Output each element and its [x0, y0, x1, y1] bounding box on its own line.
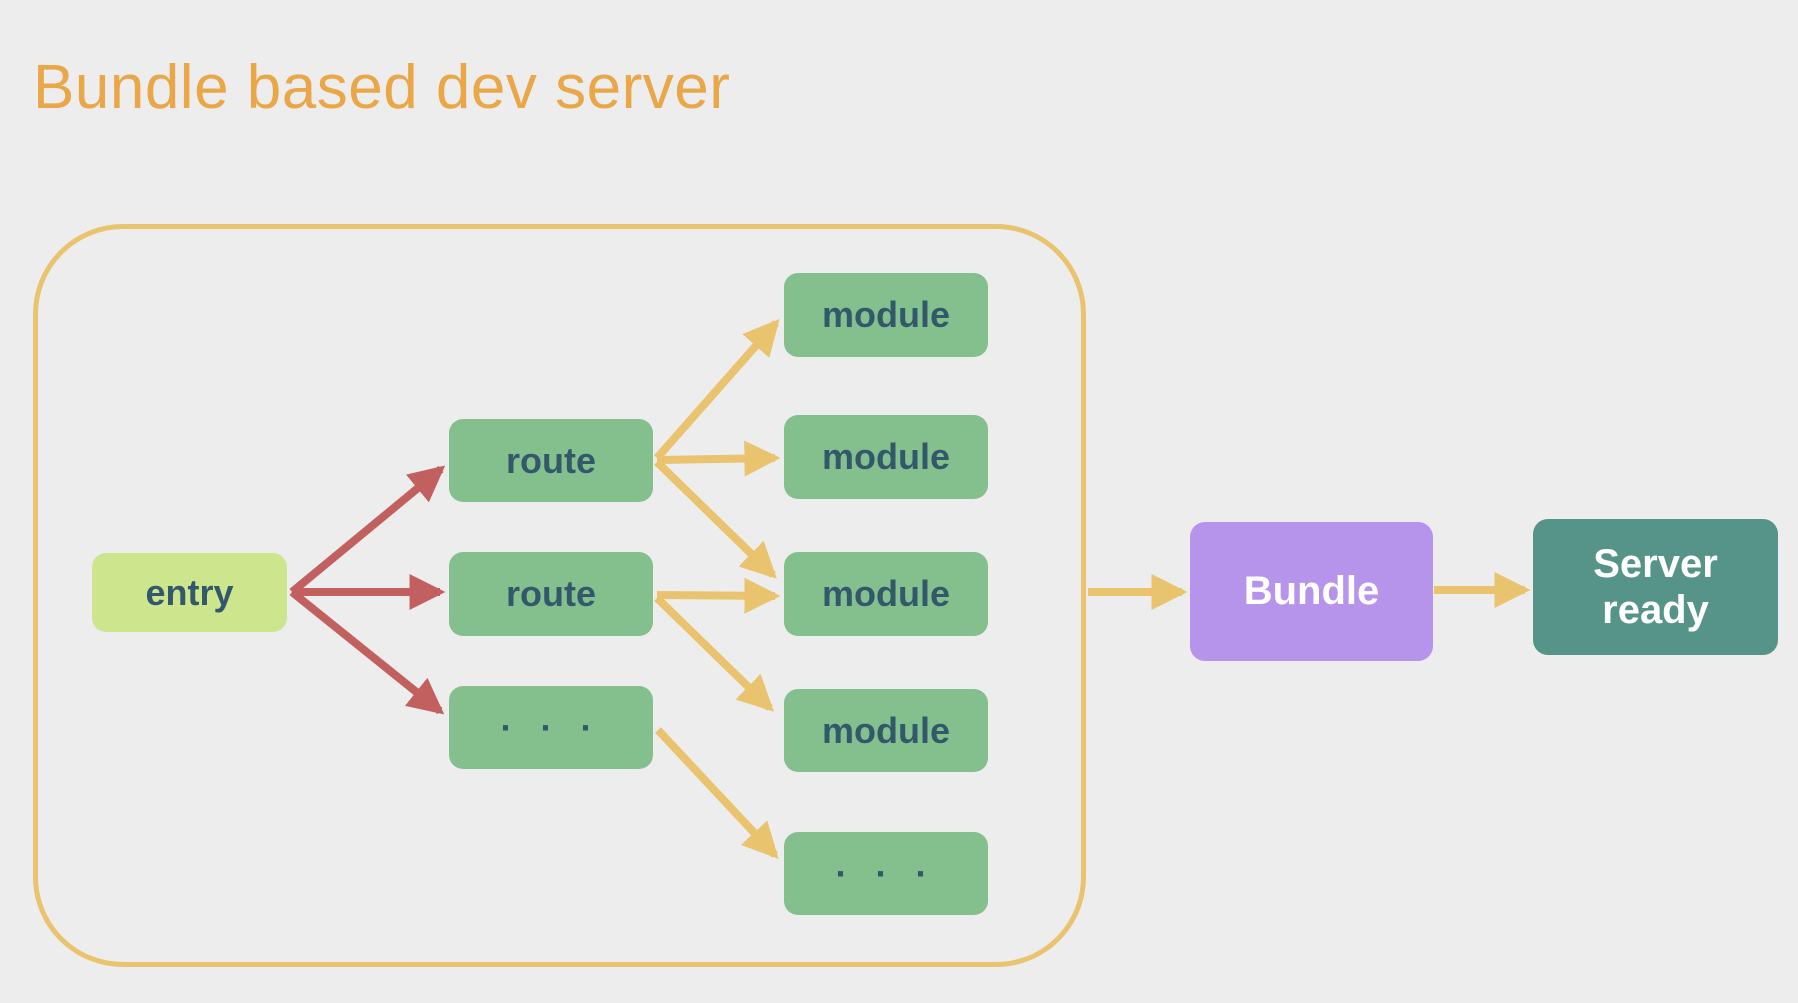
- node-module-2: module: [784, 415, 988, 499]
- node-route-2-label: route: [506, 573, 596, 614]
- node-module-3-label: module: [821, 573, 950, 614]
- node-module-2-label: module: [821, 436, 950, 477]
- node-entry: entry: [92, 553, 287, 632]
- node-module-1-label: module: [821, 294, 950, 335]
- node-route-2: route: [449, 552, 653, 636]
- node-route-1: route: [449, 419, 653, 502]
- node-module-3: module: [784, 552, 988, 636]
- node-route-3-ellipsis: · · ·: [449, 686, 653, 769]
- node-route-1-label: route: [506, 439, 596, 481]
- node-module-5-ellipsis: · · ·: [784, 832, 988, 915]
- node-server-ready-label: Server ready: [1593, 542, 1718, 632]
- node-server-ready: Server ready: [1533, 519, 1778, 655]
- page-title: Bundle based dev server: [33, 53, 731, 122]
- node-module-5-label: · · ·: [835, 852, 937, 894]
- node-bundle: Bundle: [1190, 522, 1433, 661]
- node-entry-label: entry: [145, 571, 234, 613]
- node-module-4: module: [784, 689, 988, 772]
- node-module-4-label: module: [821, 709, 950, 751]
- node-module-1: module: [784, 273, 988, 357]
- node-route-3-label: · · ·: [500, 706, 602, 748]
- dev-server-group-outline: [33, 224, 1086, 967]
- node-bundle-label: Bundle: [1243, 569, 1380, 613]
